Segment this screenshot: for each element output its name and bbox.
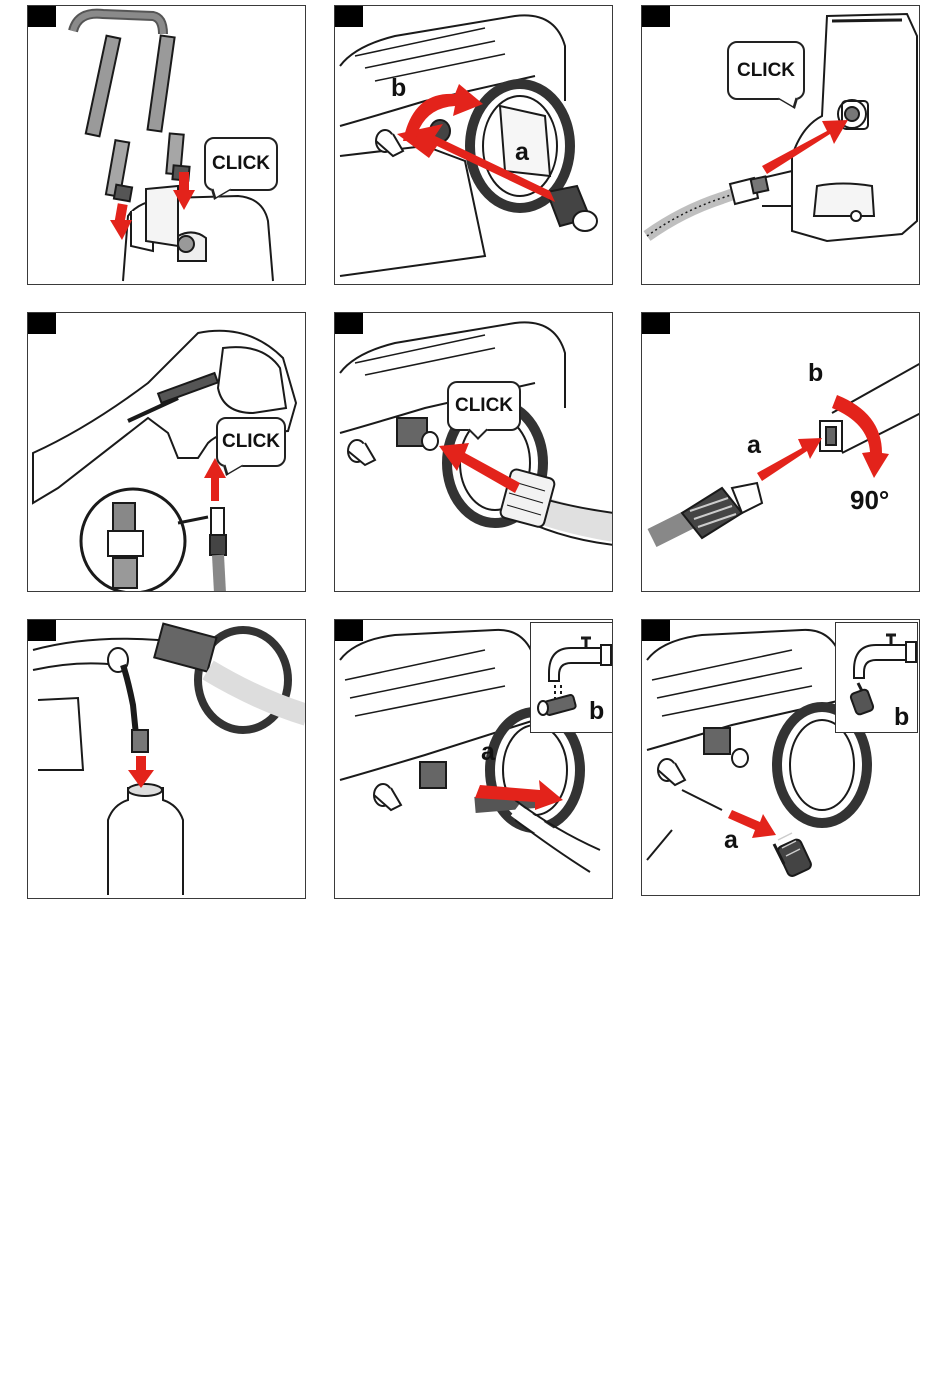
illustration-panel-6: b a 90° [641,312,920,592]
click-callout: CLICK [204,137,278,191]
illustration-panel-1: CLICK [27,5,306,285]
rotation-angle-label: 90° [850,487,889,513]
step-letter-a: a [747,433,761,458]
step-letter-b: b [589,699,604,724]
step-number-marker [28,6,56,27]
step-letter-b: b [391,76,406,101]
step-number-marker [28,620,56,641]
nozzle-attach-drawing [642,313,920,592]
step-number-marker [642,6,670,27]
detergent-hose-drawing [28,620,306,899]
illustration-panel-4: CLICK [27,312,306,592]
step-letter-b: b [894,705,909,730]
illustration-panel-2: b a [334,5,613,285]
click-callout: CLICK [727,41,805,100]
illustration-panel-9: a b [641,619,920,896]
step-number-marker [642,620,670,641]
tap-filter-inset: b [835,622,918,733]
tap-filter-inset: b [530,622,613,733]
step-letter-b: b [808,361,823,386]
garden-hose-connection-drawing [335,313,613,592]
water-inlet-drawing [335,6,613,285]
step-number-marker [335,620,363,641]
illustration-panel-5: CLICK [334,312,613,592]
click-callout: CLICK [447,381,521,431]
step-letter-a: a [515,140,529,165]
step-letter-a: a [724,828,738,853]
illustration-panel-7 [27,619,306,899]
step-number-marker [335,6,363,27]
step-number-marker [642,313,670,334]
step-letter-a: a [481,740,495,765]
illustration-panel-8: a b [334,619,613,899]
click-callout: CLICK [216,417,286,467]
illustration-panel-3: CLICK [641,5,920,285]
step-number-marker [28,313,56,334]
step-number-marker [335,313,363,334]
